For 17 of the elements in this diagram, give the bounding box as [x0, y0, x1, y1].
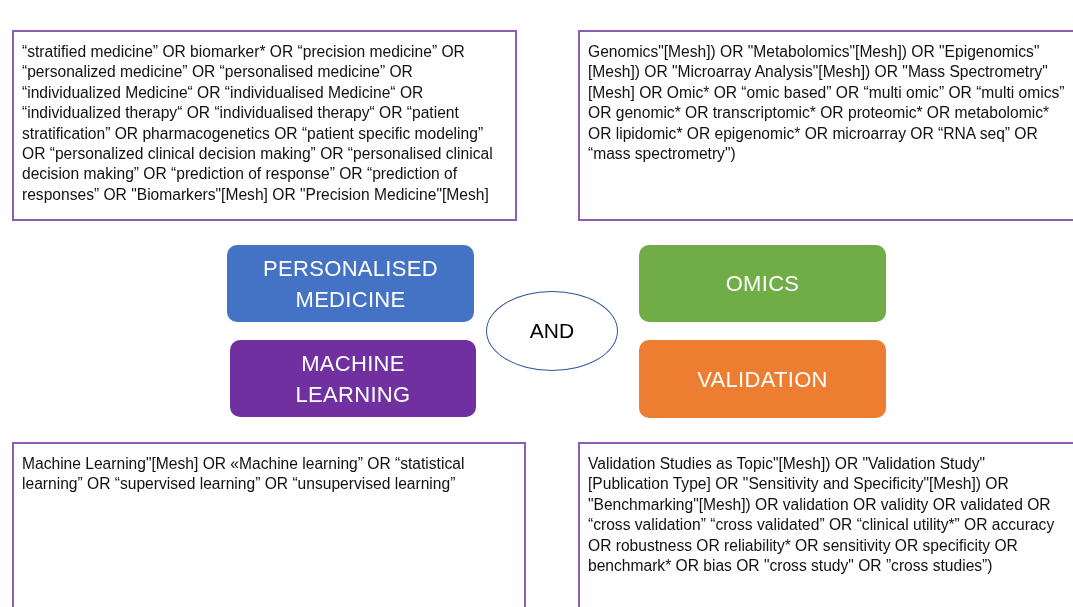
category-label: MACHINE LEARNING: [294, 349, 412, 409]
category-label: VALIDATION: [697, 365, 828, 394]
category-box: [639, 245, 886, 322]
category-box: [227, 245, 474, 322]
category-box: [230, 340, 476, 417]
category-label: OMICS: [725, 270, 800, 298]
query-text: Machine Learning"[Mesh] OR «Machine learning” OR “statistical learning” OR “supervised learning” OR “unsupervised learning”: [22, 455, 465, 493]
query-box: [578, 30, 1073, 221]
query-box: [12, 30, 517, 221]
query-box: [12, 442, 526, 607]
query-text: Genomics"[Mesh]) OR "Metabolomics"[Mesh]) OR "Epigenomics"[Mesh]) OR "Microarray Analysis"[Mesh]) OR "Mass Spectrometry"[Mesh] OR Omic* OR “omic based” OR “multi omic” OR “multi omics” OR genomic* OR transcriptomic* OR proteomic* OR metabolomic* OR lipidomic* OR epigenomic* OR microarray OR “RNA seq” OR “mass spectrometry"): [588, 43, 1065, 163]
operator-label: AND: [529, 319, 575, 343]
query-box: [578, 442, 1073, 607]
query-text: “stratified medicine” OR biomarker* OR “precision medicine” OR “personalized medicine” OR “personalised medicine” OR “individualized Medicine“ OR “individualised Medicine“ OR “individualized therapy“ OR “individualised therapy“ OR “patient stratification” OR pharmacogenetics OR “patient specific modeling” OR “personalized clinical decision making” OR “personalised clinical decision making” OR “prediction of response” OR “prediction of responses” OR "Biomarkers"[Mesh] OR "Precision Medicine"[Mesh]: [22, 43, 493, 203]
category-label: PERSONALISED MEDICINE: [262, 254, 439, 314]
query-text: Validation Studies as Topic"[Mesh]) OR "Validation Study" [Publication Type] OR "Sensitivity and Specificity"[Mesh]) OR "Benchmarking"[Mesh]) OR validation OR validity OR validated OR “cross validation” “cross validated” OR “clinical utility*” OR accuracy OR robustness OR reliability* OR sensitivity OR specificity OR benchmark* OR bias OR "cross study" OR ”cross studies”): [588, 455, 1055, 575]
category-box: [639, 340, 886, 418]
